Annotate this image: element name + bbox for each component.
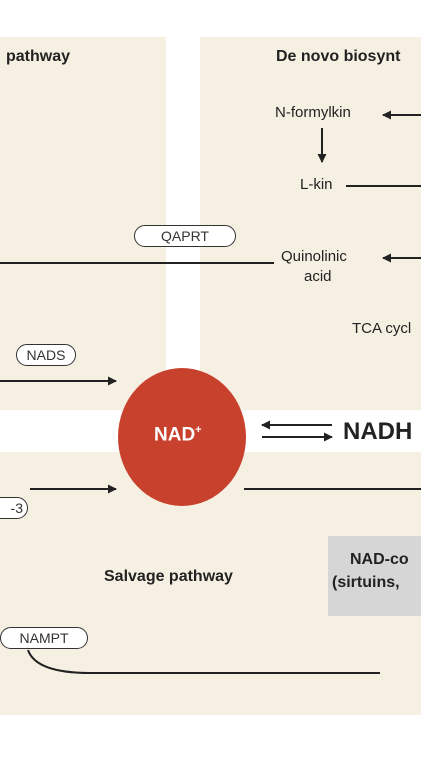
nad-consumers-line2: (sirtuins, bbox=[332, 574, 400, 591]
salvage-title: Salvage pathway bbox=[104, 568, 233, 585]
nad-consumers-line1: NAD-co bbox=[350, 551, 409, 568]
nad-plus-label: NAD+ bbox=[154, 424, 202, 446]
n-formylkynurenine-label: N-formylkin bbox=[275, 104, 351, 121]
nads-enzyme: NADS bbox=[16, 344, 76, 366]
quinolinic-acid-label-line2: acid bbox=[304, 268, 332, 285]
quinolinic-acid-label-line1: Quinolinic bbox=[281, 248, 347, 265]
tca-cycle-label: TCA cycl bbox=[352, 320, 412, 337]
nad-plus-node bbox=[118, 368, 246, 506]
de-novo-panel bbox=[200, 37, 421, 410]
nmnat-enzyme: -3 bbox=[0, 497, 28, 519]
preiss-handler-title: pathway bbox=[6, 48, 71, 65]
de-novo-title: De novo biosynt bbox=[276, 48, 401, 65]
nadh-label: NADH bbox=[343, 418, 413, 445]
salvage-recycle-curve bbox=[27, 649, 380, 674]
nampt-enzyme: NAMPT bbox=[0, 627, 88, 649]
l-kynurenine-label: L-kin bbox=[300, 176, 333, 193]
qaprt-enzyme: QAPRT bbox=[134, 225, 236, 247]
nad-consumers-box bbox=[328, 536, 421, 616]
